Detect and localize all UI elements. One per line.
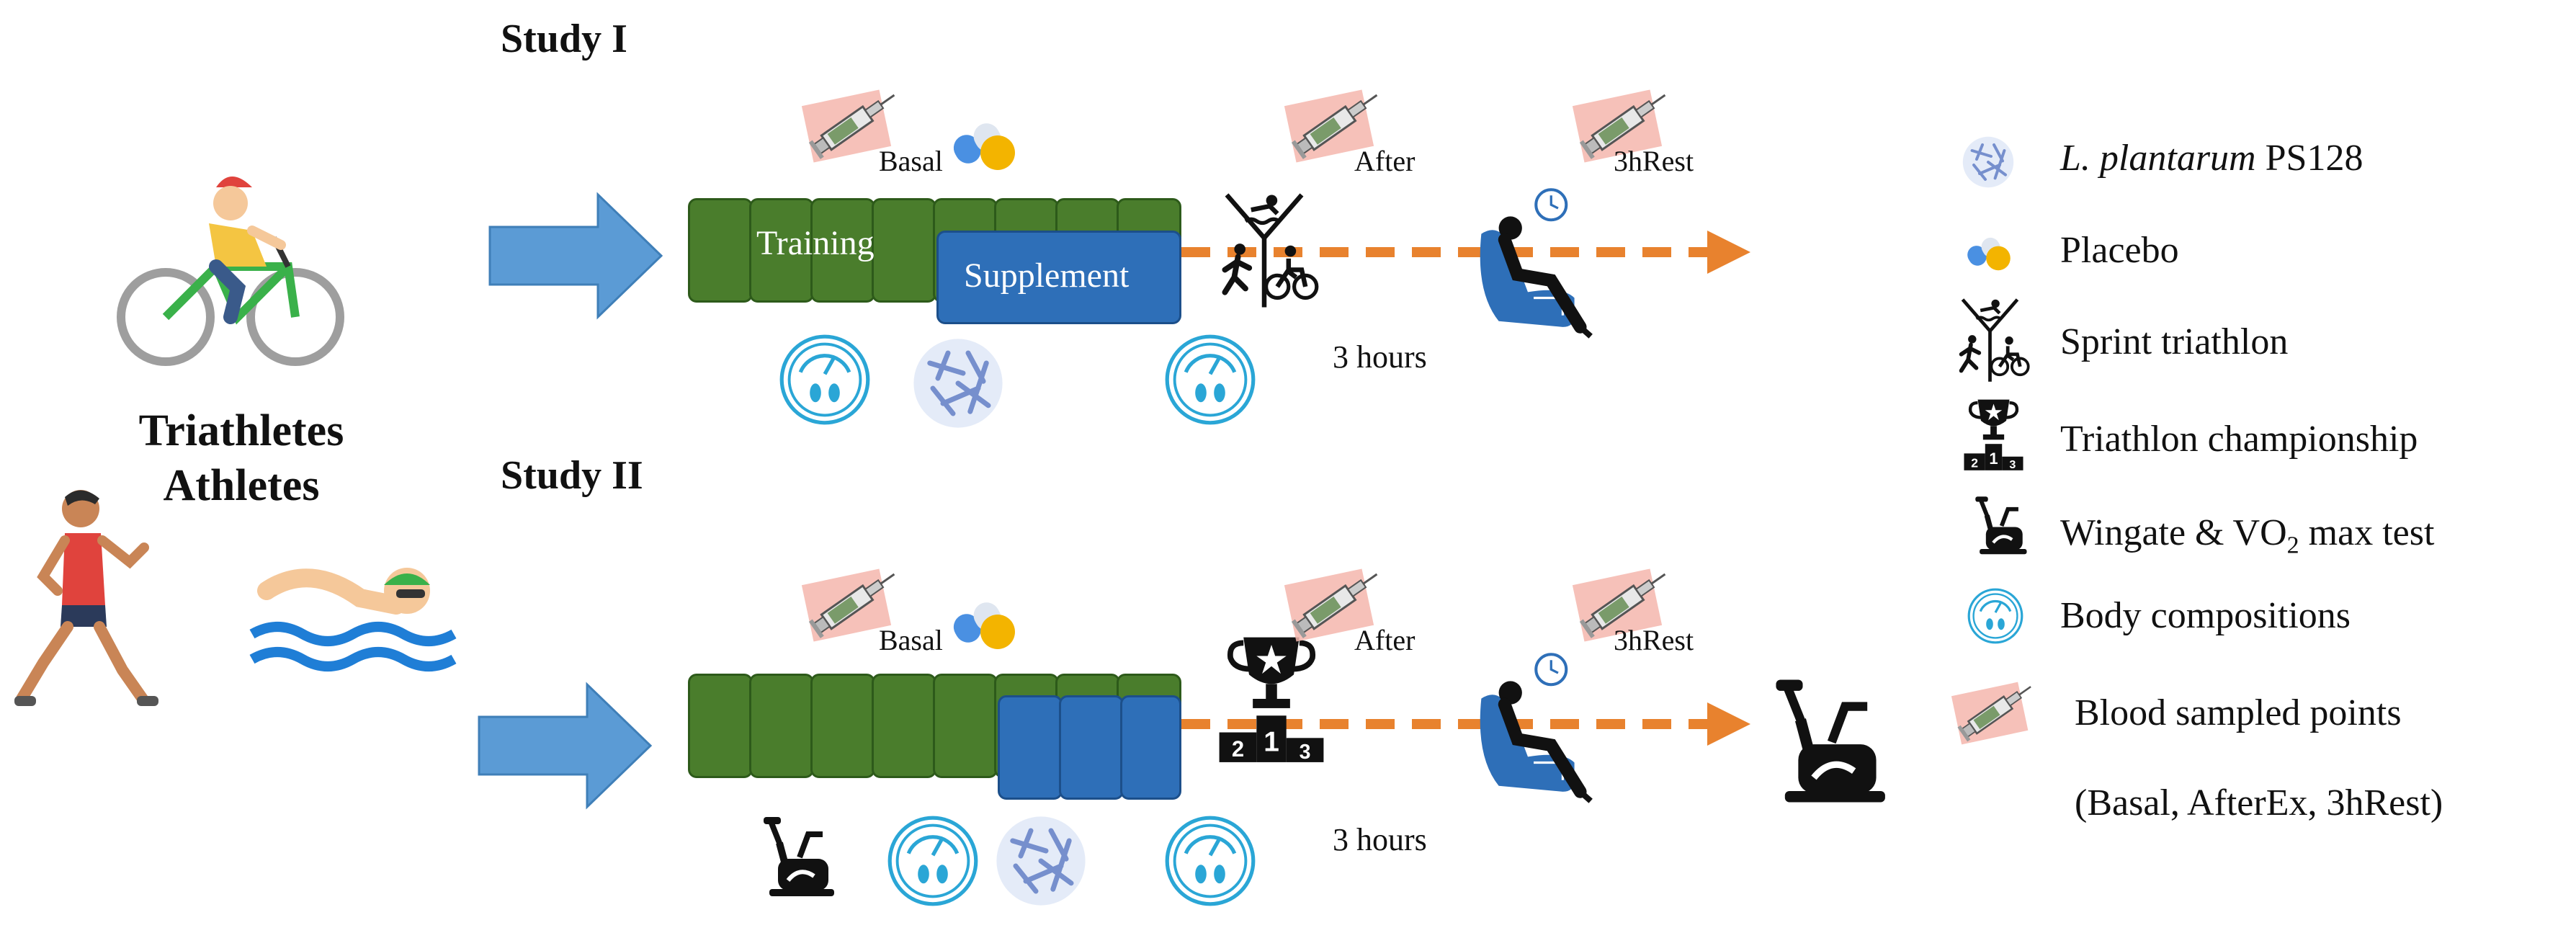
cyclist-icon bbox=[117, 177, 344, 366]
legend-item-bacteria-species: L. plantarum bbox=[2060, 138, 2256, 179]
study2-title: Study II bbox=[501, 453, 643, 498]
study2-body-composition-icon-2 bbox=[1163, 814, 1257, 908]
study2-block-2 bbox=[749, 674, 814, 778]
legend-triathlon-icon bbox=[1956, 299, 2024, 389]
study1-hours-label: 3 hours bbox=[1333, 339, 1427, 375]
study2-after-label: After bbox=[1354, 624, 1416, 656]
study1-body-composition-icon-2 bbox=[1163, 333, 1257, 427]
study2-block-4 bbox=[872, 674, 936, 778]
legend-item-body-compositions: Body compositions bbox=[2060, 595, 2351, 636]
study2-big-arrow bbox=[478, 682, 653, 810]
legend-pill-icon bbox=[1964, 234, 2011, 271]
study2-placebo-pill-icon bbox=[949, 597, 1015, 649]
legend-exercise-bike-icon bbox=[1970, 490, 2028, 562]
legend-item-wingate-sub: 2 bbox=[2286, 532, 2299, 559]
legend-item-sprint-triathlon: Sprint triathlon bbox=[2060, 321, 2289, 362]
legend-bacteria-icon bbox=[1961, 135, 2016, 189]
legend-item-bacteria: L. plantarum PS128 bbox=[2060, 137, 2363, 179]
study2-block-5 bbox=[933, 674, 998, 778]
legend-body-composition-icon bbox=[1967, 588, 2023, 644]
swimmer-icon bbox=[249, 568, 457, 671]
study1-rest-label: 3hRest bbox=[1614, 145, 1694, 177]
study1-sprint-triathlon-icon bbox=[1217, 191, 1311, 321]
legend-syringe-icon bbox=[1950, 679, 2037, 746]
study2-bacteria-icon bbox=[990, 811, 1091, 911]
study2-supplement-block-1 bbox=[998, 695, 1063, 800]
legend-item-wingate-post: max test bbox=[2299, 512, 2435, 553]
study1-title: Study I bbox=[501, 17, 627, 61]
study2-basal-label: Basal bbox=[879, 624, 943, 656]
study1-block-4 bbox=[872, 198, 936, 303]
study1-after-label: After bbox=[1354, 145, 1416, 177]
legend-item-championship: Triathlon championship bbox=[2060, 419, 2418, 460]
study1-big-arrow bbox=[488, 192, 663, 320]
study2-orange-arrow bbox=[1181, 702, 1750, 746]
subjects-label-line1: Triathletes bbox=[138, 406, 344, 455]
legend-trophy-podium-icon bbox=[1963, 395, 2024, 474]
study1-basal-label: Basal bbox=[879, 145, 943, 177]
study2-supplement-block-2 bbox=[1059, 695, 1124, 800]
study1-bacteria-icon bbox=[908, 333, 1009, 434]
legend-item-wingate: Wingate & VO2 max test bbox=[2060, 512, 2434, 559]
legend-item-wingate-pre: Wingate & VO bbox=[2060, 512, 2287, 553]
study2-rest-armchair-icon bbox=[1448, 652, 1614, 803]
study1-block-1 bbox=[688, 198, 753, 303]
study1-training-label: Training bbox=[756, 224, 875, 262]
study2-championship-trophy-icon bbox=[1217, 627, 1325, 771]
subjects-label-line2: Athletes bbox=[163, 461, 320, 510]
study1-orange-arrow bbox=[1181, 231, 1750, 274]
study2-body-composition-icon bbox=[886, 814, 980, 908]
study2-block-1 bbox=[688, 674, 753, 778]
study2-hours-label: 3 hours bbox=[1333, 822, 1427, 857]
study1-supplement-block bbox=[936, 231, 1181, 324]
study1-placebo-pill-icon bbox=[949, 118, 1015, 170]
study1-rest-armchair-icon bbox=[1448, 187, 1614, 339]
study2-block-3 bbox=[810, 674, 875, 778]
study2-supplement-block-3 bbox=[1120, 695, 1181, 800]
study2-final-exercise-bike-icon bbox=[1765, 670, 1887, 814]
runner-icon bbox=[14, 490, 158, 706]
study2-rest-label: 3hRest bbox=[1614, 624, 1694, 656]
legend-item-blood-sampled-points: (Basal, AfterEx, 3hRest) bbox=[2075, 782, 2443, 823]
study1-body-composition-icon bbox=[778, 333, 872, 427]
legend-item-bacteria-strain: PS128 bbox=[2255, 138, 2363, 179]
study1-block-2 bbox=[749, 198, 814, 303]
legend-item-blood-sampled: Blood sampled points bbox=[2075, 692, 2402, 733]
study1-supplement-label: Supplement bbox=[964, 256, 1130, 295]
study2-exercise-bike-icon bbox=[756, 811, 836, 904]
legend-item-placebo: Placebo bbox=[2060, 230, 2179, 271]
